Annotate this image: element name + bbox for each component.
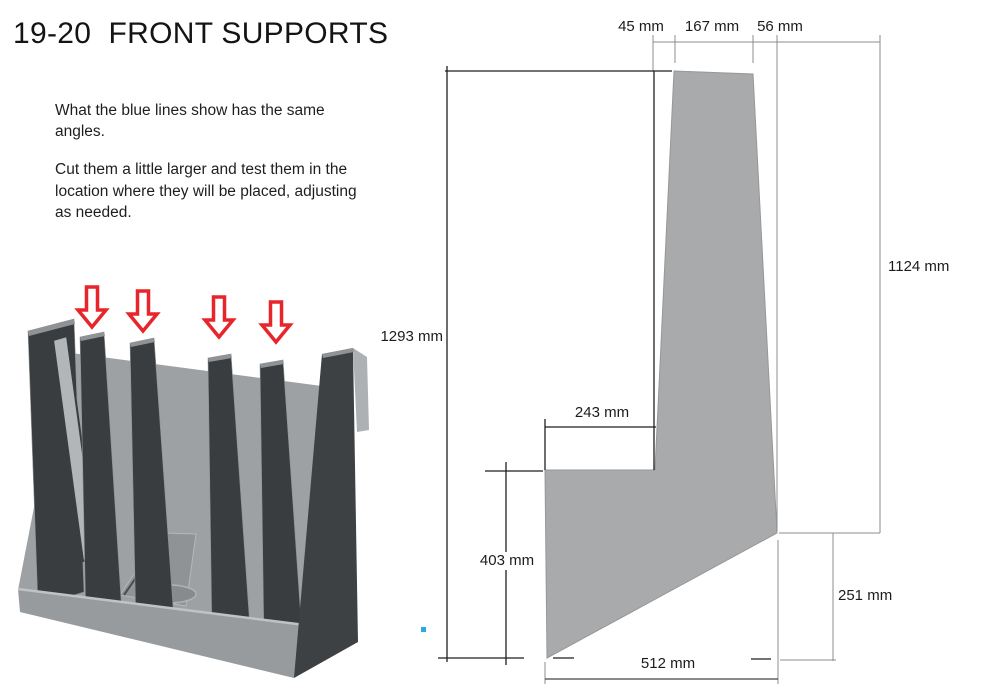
profile-drawing [421,35,881,684]
dim-label-45mm: 45 mm [618,18,664,35]
model-3d-render [17,285,369,678]
dim-label-1124mm: 1124 mm [888,258,950,275]
note-paragraph-2: Cut them a little larger and test them i… [55,161,357,221]
dim-label-243mm: 243 mm [574,404,630,421]
support-profile-shape [544,70,778,659]
red-down-arrow-2 [125,289,161,334]
model-right-wall [294,348,358,678]
model-front-rim-highlight [17,587,338,631]
dim-label-56mm: 56 mm [757,18,803,35]
model-front-face [18,589,337,678]
red-down-arrow-4 [258,300,294,345]
model-fin-4-top [208,354,232,362]
red-down-arrow-3 [201,295,237,340]
dim-label-167mm: 167 mm [684,18,740,35]
model-fin-5-top [260,360,284,368]
blue-dot-mark [421,627,426,632]
model-fin-left-panel-top [28,319,75,336]
model-fin-2-top [80,332,105,341]
note-paragraph-1: What the blue lines show has the same an… [55,102,325,141]
dim-label-512mm: 512 mm [637,655,699,673]
dim-label-1293mm: 1293 mm [380,328,443,345]
page-title: 19-20 FRONT SUPPORTS [13,17,389,50]
instruction-notes: What the blue lines show has the same an… [55,100,373,240]
dim-label-251mm: 251 mm [838,587,893,604]
dim-label-403mm: 403 mm [476,552,538,570]
model-right-wall-edge [353,348,369,432]
model-right-wall-top [322,348,354,358]
model-fin-3-top [130,338,155,347]
red-down-arrow-1 [74,285,110,330]
